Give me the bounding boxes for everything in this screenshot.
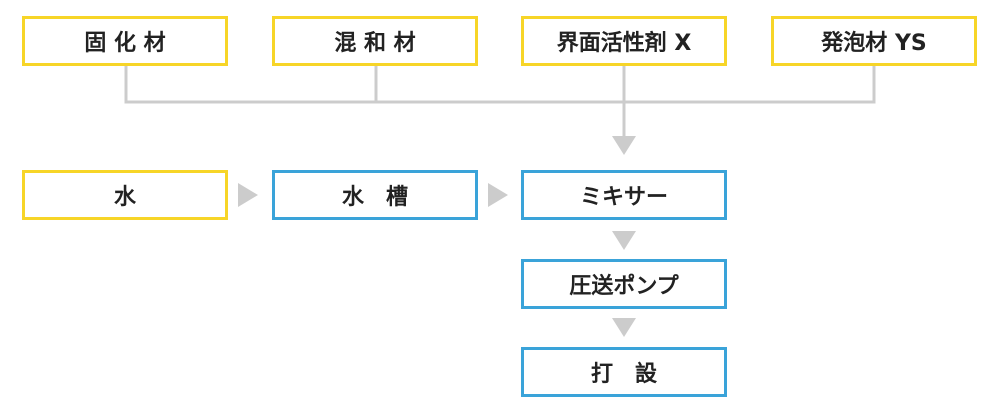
placement-label: 打 設 <box>590 362 657 387</box>
material-box-admixture: 混 和 材 <box>272 16 478 66</box>
material-box-hardener: 固 化 材 <box>22 16 228 66</box>
material-label: 混 和 材 <box>334 31 416 56</box>
material-label: 界面活性剤 X <box>556 31 692 56</box>
arrow-tank-to-mixer <box>488 183 508 207</box>
material-label: 固 化 材 <box>84 31 166 56</box>
water-source-box: 水 <box>22 170 228 220</box>
mixer-box: ミキサー <box>521 170 727 220</box>
material-label: 発泡材 YS <box>821 31 927 56</box>
pump-label: 圧送ポンプ <box>569 274 679 299</box>
arrow-mixer-to-pump <box>612 231 636 250</box>
material-box-surfactant: 界面活性剤 X <box>521 16 727 66</box>
arrow-water-to-tank <box>238 183 258 207</box>
water-source-label: 水 <box>113 185 136 210</box>
water-tank-box: 水 槽 <box>272 170 478 220</box>
water-tank-label: 水 槽 <box>341 185 408 210</box>
material-box-foaming-agent: 発泡材 YS <box>771 16 977 66</box>
arrow-pump-to-placement <box>612 318 636 337</box>
arrow-down-to-mixer <box>612 136 636 155</box>
placement-box: 打 設 <box>521 347 727 397</box>
mixer-label: ミキサー <box>579 185 668 210</box>
pump-box: 圧送ポンプ <box>521 259 727 309</box>
